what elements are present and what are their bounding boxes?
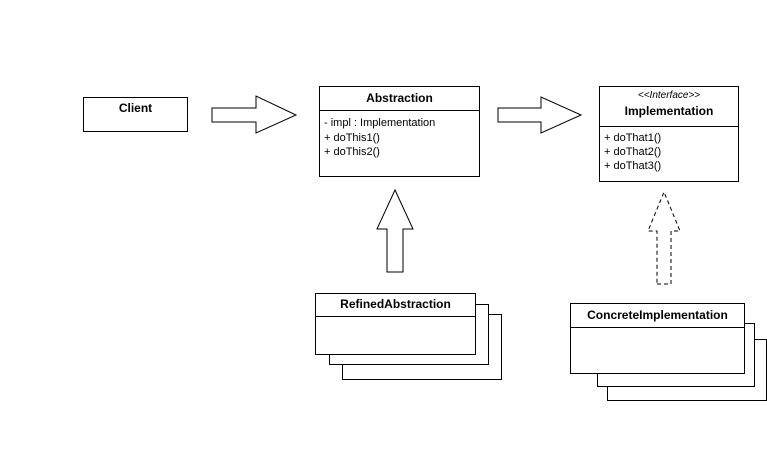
client-class-box[interactable]: Client [83, 97, 188, 132]
implementation-divider [600, 126, 738, 127]
abstraction-class-box[interactable]: Abstraction - impl : Implementation + do… [319, 86, 480, 177]
client-to-abstraction-arrow [211, 95, 298, 134]
abstraction-to-implementation-arrow [497, 96, 583, 134]
abstraction-member: - impl : Implementation [324, 117, 436, 129]
concrete-implementation-divider [571, 327, 744, 328]
implementation-member: + doThat3() [604, 160, 662, 172]
concrete-implementation-class-box[interactable]: ConcreteImplementation [570, 303, 745, 374]
abstraction-divider [320, 110, 479, 111]
abstraction-member: + doThis1() [324, 132, 380, 144]
concrete-to-implementation-dashed-arrow [647, 190, 681, 285]
client-class-name: Client [118, 101, 153, 115]
implementation-interface-box[interactable]: <<Interface>> Implementation + doThat1()… [599, 86, 739, 182]
abstraction-member: + doThis2() [324, 146, 380, 158]
refined-to-abstraction-arrow [376, 188, 414, 273]
concrete-implementation-class-name: ConcreteImplementation [587, 308, 728, 322]
refined-abstraction-class-box[interactable]: RefinedAbstraction [315, 293, 476, 355]
implementation-member: + doThat1() [604, 132, 662, 144]
implementation-member: + doThat2() [604, 146, 662, 158]
implementation-stereotype: <<Interface>> [637, 90, 701, 101]
refined-abstraction-divider [316, 316, 475, 317]
abstraction-class-name: Abstraction [366, 91, 433, 105]
implementation-interface-name: Implementation [624, 104, 714, 118]
refined-abstraction-class-name: RefinedAbstraction [340, 297, 451, 311]
